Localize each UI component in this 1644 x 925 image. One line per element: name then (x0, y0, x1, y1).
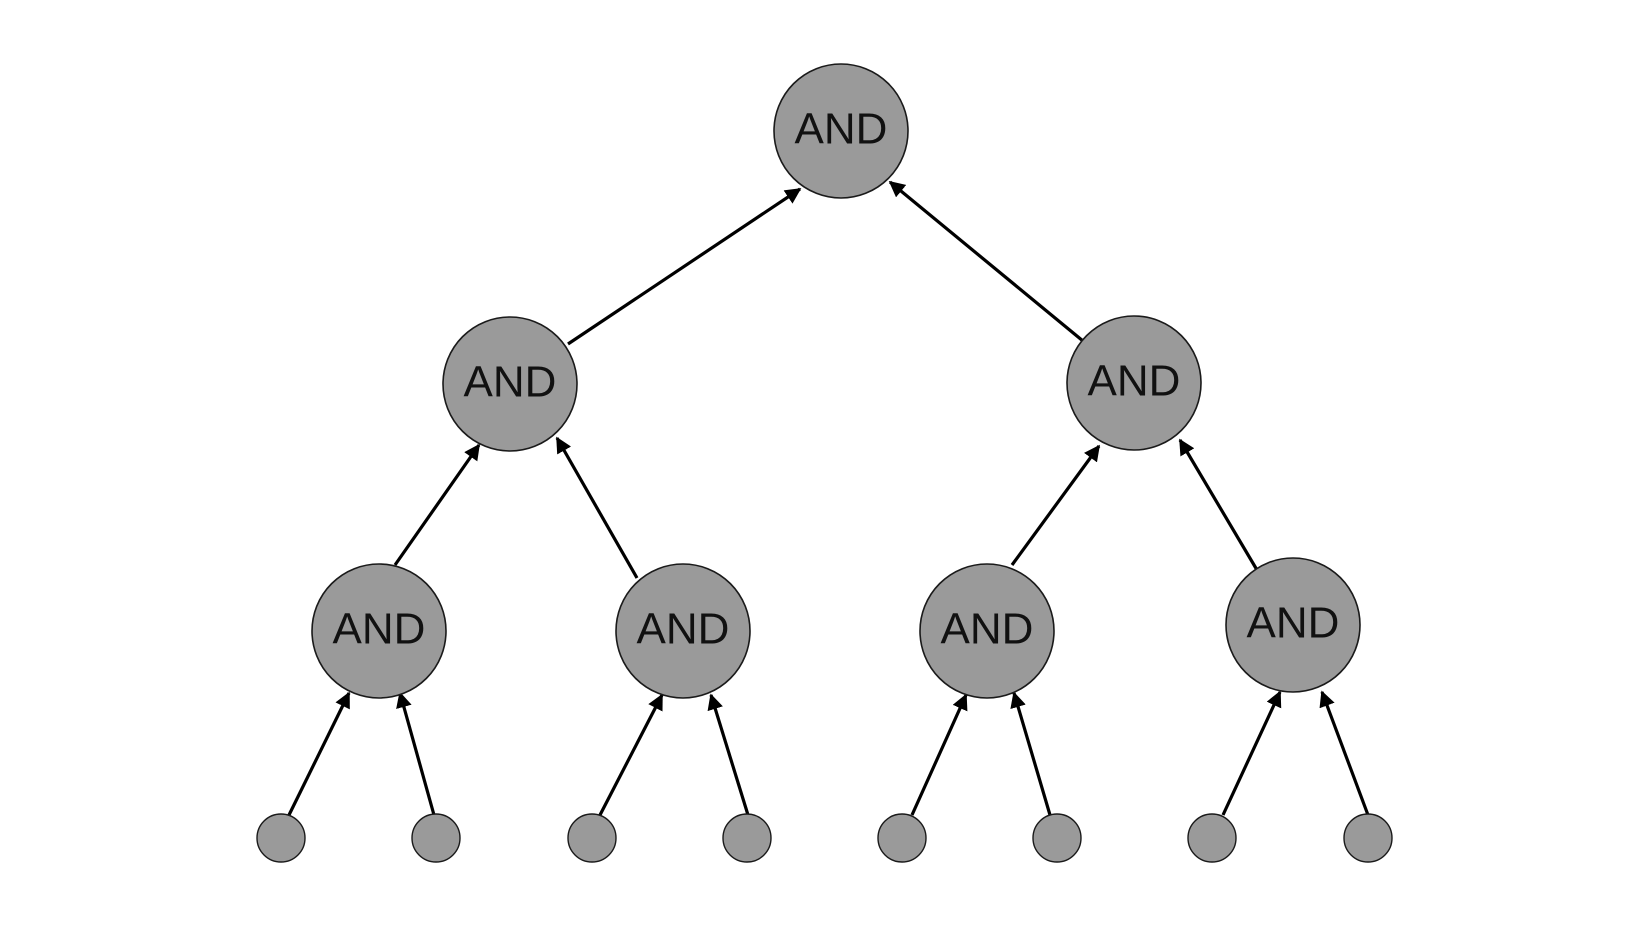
leaf-node-5 (877, 813, 927, 863)
edge-leaf4-to-lr (707, 693, 750, 816)
edge-rr-to-right-mid (1178, 438, 1259, 571)
leaf-node-2 (411, 813, 461, 863)
and-node-rl-label: AND (941, 605, 1034, 654)
edge-leaf6-to-rl (1010, 691, 1052, 816)
edge-leaf7-to-rr (1221, 690, 1282, 816)
and-node-rr-circle (1225, 557, 1361, 693)
and-node-ll: AND (311, 563, 447, 699)
and-node-ll-circle (311, 563, 447, 699)
edge-leaf3-to-lr (598, 693, 664, 816)
and-node-rr-label: AND (1247, 599, 1340, 648)
and-node-right-mid-label: AND (1088, 357, 1181, 406)
and-node-left-mid: AND (442, 316, 578, 452)
and-node-rl-circle (919, 563, 1055, 699)
edge-rl-to-right-mid (1010, 444, 1101, 566)
and-node-lr-circle (615, 563, 751, 699)
edges-group (287, 180, 1370, 816)
edge-leaf5-to-rl (910, 693, 968, 816)
leaf-node-6 (1032, 813, 1082, 863)
and-node-lr: AND (615, 563, 751, 699)
leaf-node-4 (722, 813, 772, 863)
and-node-rl: AND (919, 563, 1055, 699)
and-node-right-mid-circle (1066, 315, 1202, 451)
leaf-node-1 (256, 813, 306, 863)
and-node-root: AND (773, 63, 909, 199)
leaf-nodes-group (256, 813, 1393, 863)
and-node-rr: AND (1225, 557, 1361, 693)
edge-ll-to-left-mid (393, 443, 481, 566)
edge-left-mid-to-root (567, 187, 802, 346)
and-node-ll-label: AND (333, 605, 426, 654)
and-node-right-mid: AND (1066, 315, 1202, 451)
edge-leaf2-to-ll (396, 691, 436, 816)
leaf-node-7 (1187, 813, 1237, 863)
edge-leaf8-to-rr (1319, 690, 1370, 816)
and-node-root-circle (773, 63, 909, 199)
and-node-lr-label: AND (637, 605, 730, 654)
and-node-left-mid-circle (442, 316, 578, 452)
edge-lr-to-left-mid (555, 436, 639, 579)
and-node-root-label: AND (795, 105, 888, 154)
edge-leaf1-to-ll (287, 691, 351, 816)
leaf-node-8 (1343, 813, 1393, 863)
and-node-left-mid-label: AND (464, 358, 557, 407)
edge-right-mid-to-root (888, 180, 1085, 343)
leaf-node-3 (567, 813, 617, 863)
